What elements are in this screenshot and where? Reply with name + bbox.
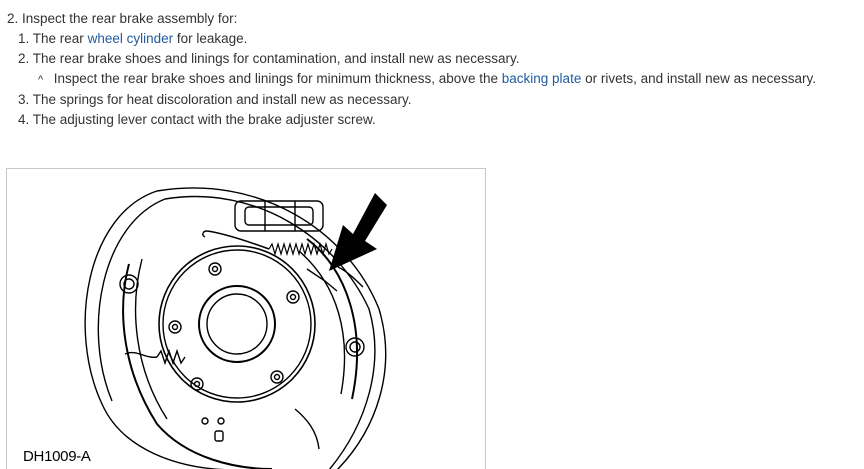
backing-plate-link[interactable]: backing plate [501, 71, 582, 86]
note-item: ^ Inspect the rear brake shoes and linin… [38, 69, 816, 90]
step-heading: 2. Inspect the rear brake assembly for: [7, 11, 238, 26]
brake-assembly-illustration [84, 187, 387, 469]
note-text: or rivets, and install new as necessary. [585, 71, 816, 86]
list-item: 1. The rear wheel cylinder for leakage. [18, 29, 816, 49]
item-text: The rear [32, 31, 84, 46]
item-number: 1. [18, 31, 30, 46]
item-text: The adjusting lever contact with the bra… [32, 112, 376, 127]
wheel-cylinder-link[interactable]: wheel cylinder [87, 31, 174, 46]
caret-icon: ^ [38, 74, 44, 86]
item-number: 4. [18, 112, 30, 127]
brake-figure: DH1009-A [6, 168, 486, 469]
item-text: The rear brake shoes and linings for con… [32, 51, 520, 66]
item-text: for leakage. [176, 31, 248, 46]
arrow-icon [329, 193, 387, 271]
item-number: 3. [18, 92, 30, 107]
note-text: Inspect the rear brake shoes and linings… [53, 71, 498, 86]
list-item: 4. The adjusting lever contact with the … [18, 110, 816, 130]
item-text: The springs for heat discoloration and i… [32, 92, 412, 107]
figure-label: DH1009-A [23, 448, 91, 465]
list-item: 3. The springs for heat discoloration an… [18, 90, 816, 110]
list-item: 2. The rear brake shoes and linings for … [18, 49, 816, 69]
procedure-step: 2. Inspect the rear brake assembly for: … [7, 9, 816, 130]
item-number: 2. [18, 51, 30, 66]
